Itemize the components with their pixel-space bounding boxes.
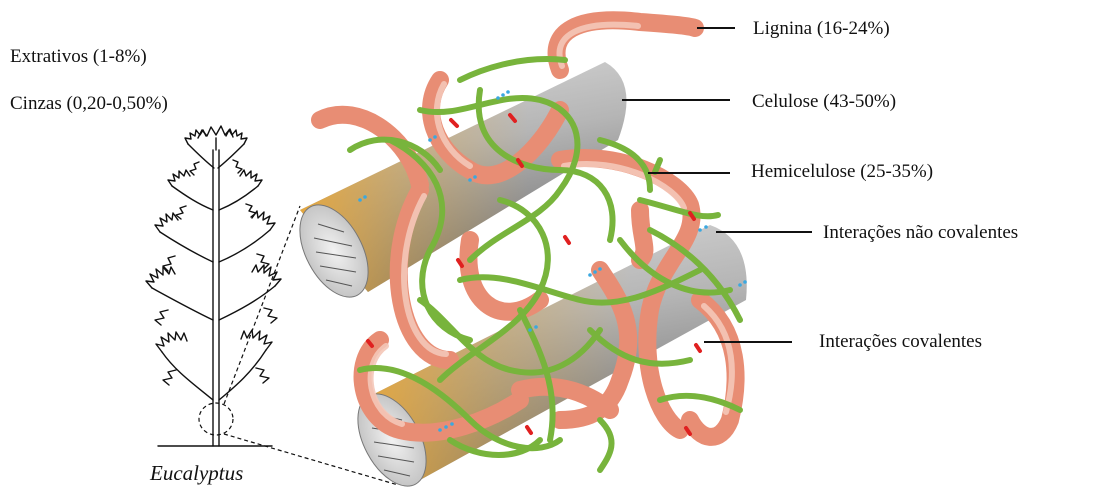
label-species: Eucalyptus [150,463,243,484]
label-lignina: Lignina (16-24%) [753,19,890,38]
label-interacoes-nao-covalentes: Interações não covalentes [823,223,1018,242]
label-celulose: Celulose (43-50%) [752,92,896,111]
label-extrativos: Extrativos (1-8%) [10,47,147,66]
eucalyptus-tree-icon [146,126,281,446]
label-interacoes-covalentes: Interações covalentes [819,332,982,351]
label-cinzas: Cinzas (0,20-0,50%) [10,94,168,113]
label-hemicelulose: Hemicelulose (25-35%) [751,162,933,181]
